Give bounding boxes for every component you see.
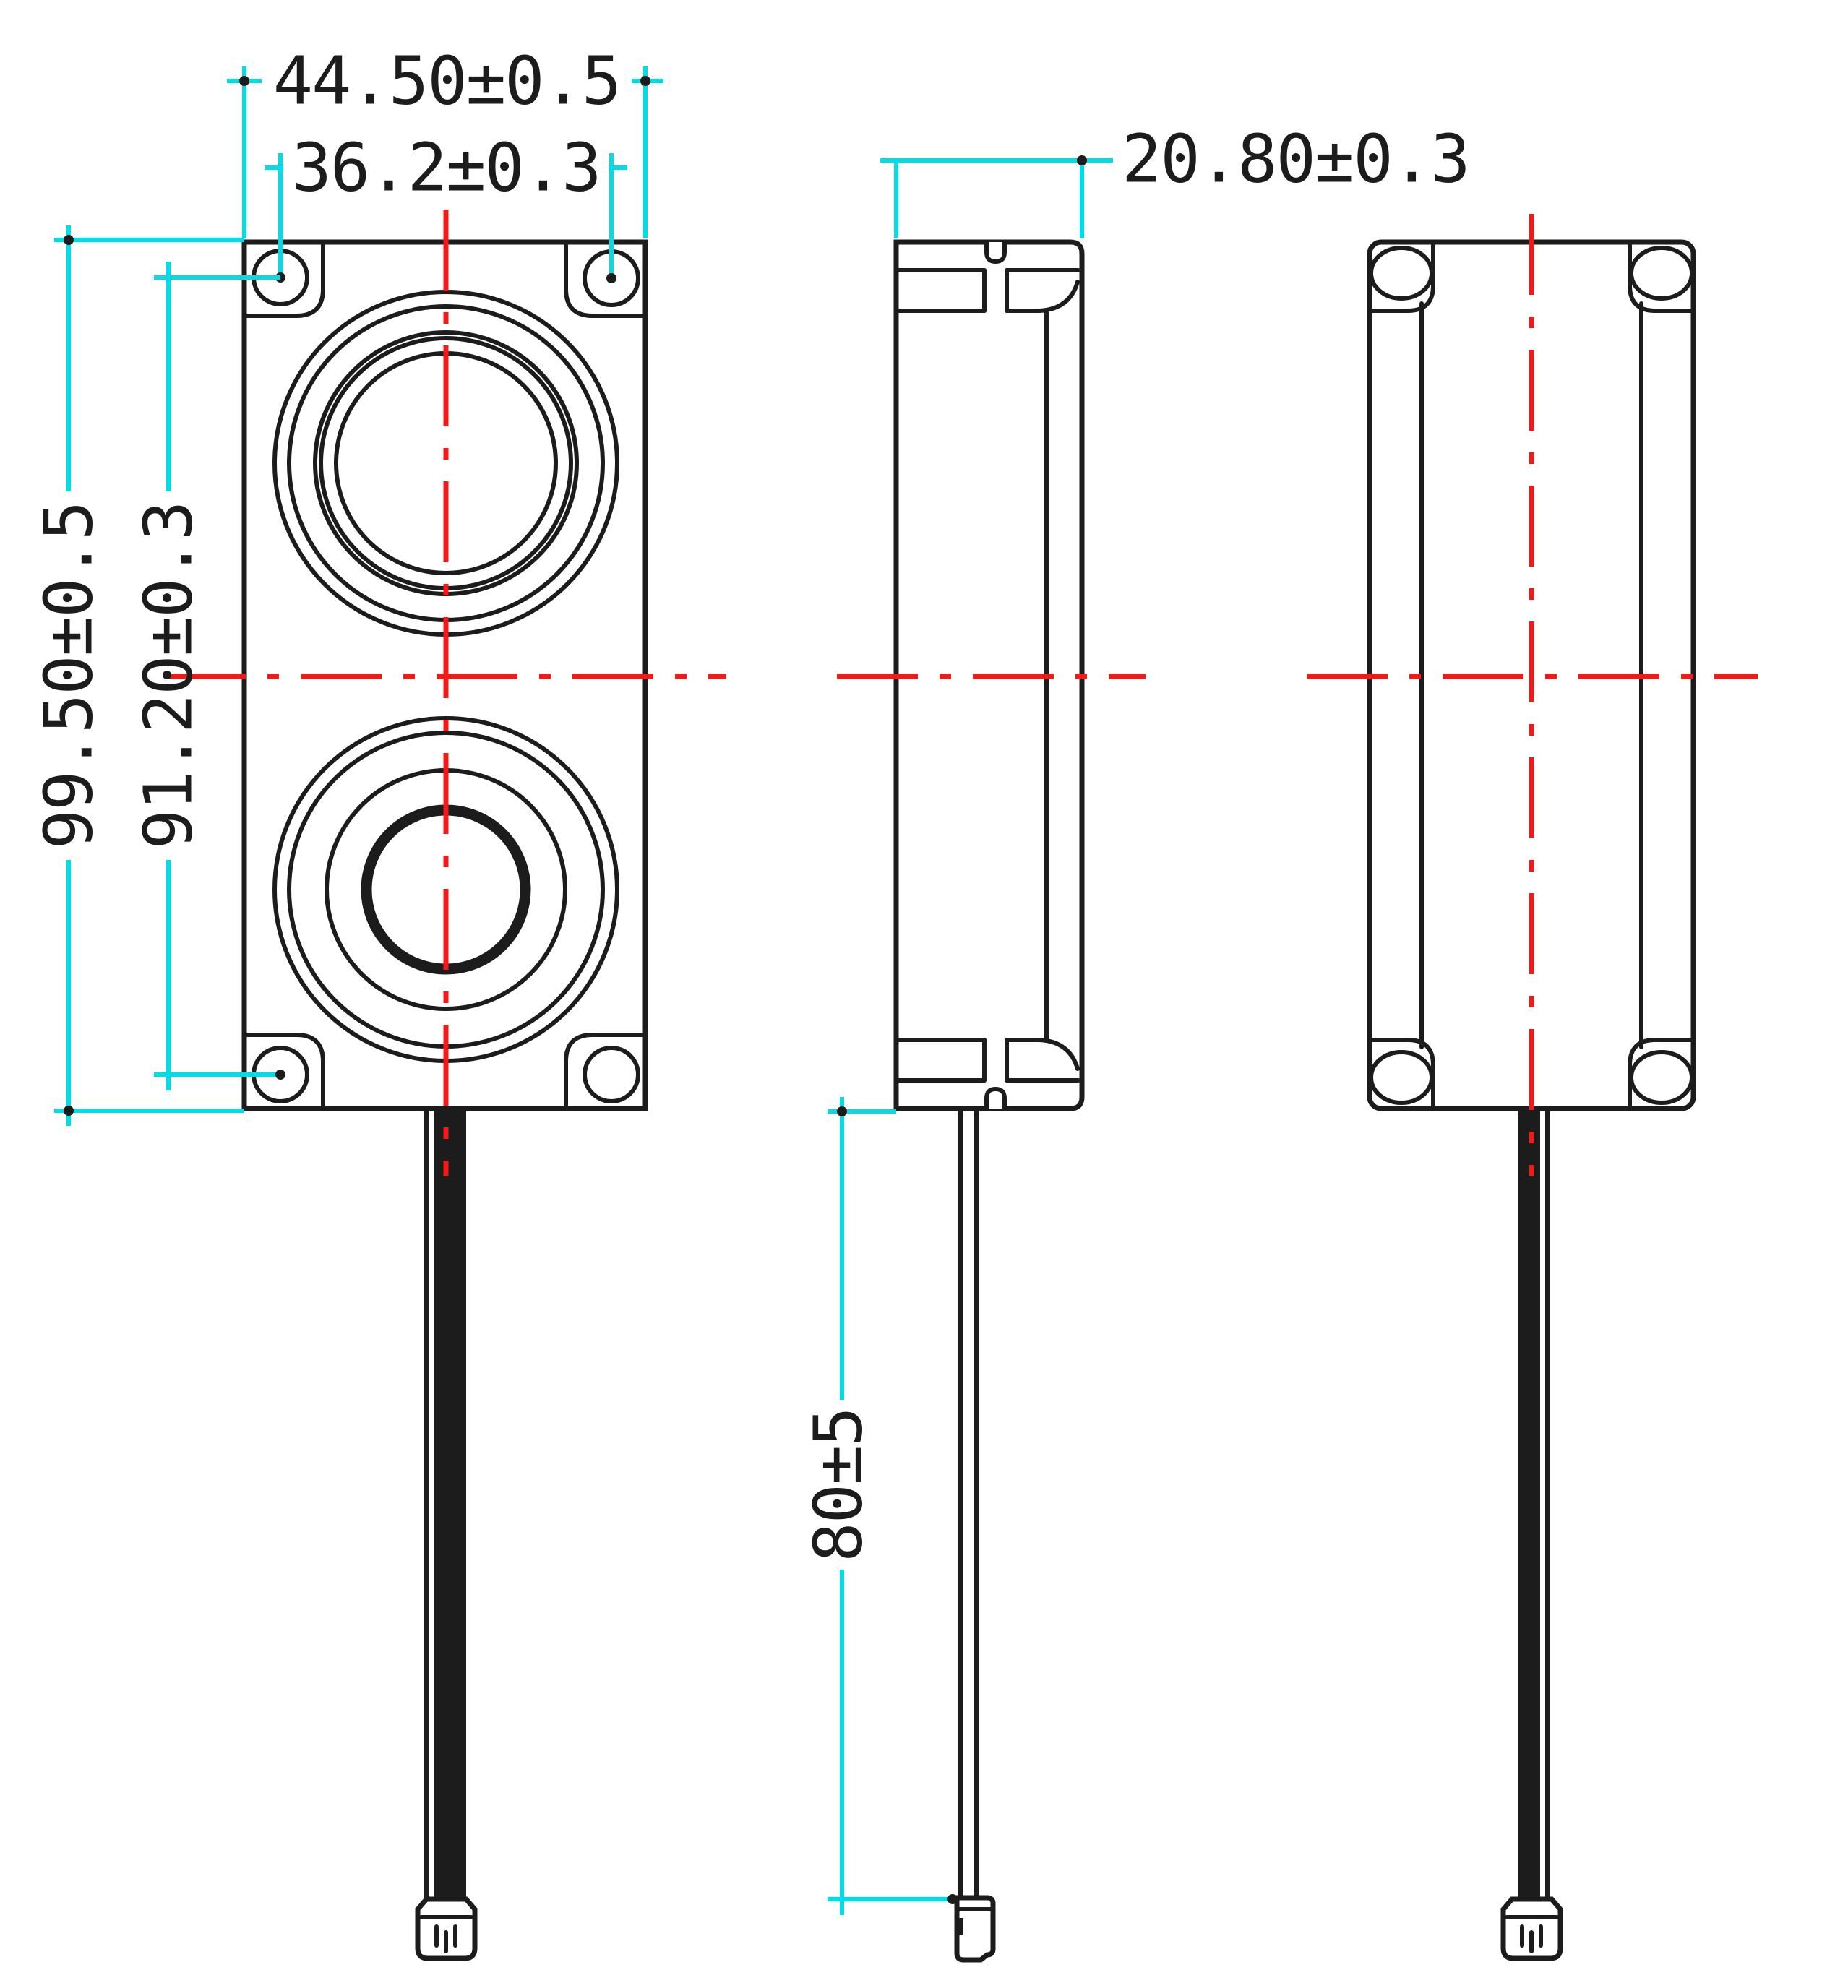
dim-height-total: 99.50±0.5 bbox=[30, 225, 244, 1126]
back-corner-tabs bbox=[1370, 240, 1693, 1111]
back-wire-connector bbox=[1500, 1896, 1563, 1961]
front-corner-tabs bbox=[244, 240, 645, 1111]
dim-wire-length-label: 80±5 bbox=[800, 1408, 877, 1562]
front-wire-connector bbox=[415, 1896, 478, 1961]
dim-height-total-label: 99.50±0.5 bbox=[30, 502, 108, 850]
dim-hole-pitch-width-label: 36.2±0.3 bbox=[291, 129, 600, 207]
front-view bbox=[165, 210, 726, 1961]
back-mounting-holes bbox=[1369, 246, 1694, 1105]
side-bottom-flange bbox=[894, 1038, 1080, 1111]
back-view bbox=[1307, 214, 1758, 1961]
dim-width-total-label: 44.50±0.5 bbox=[273, 43, 621, 120]
dim-hole-pitch-height-label: 91.20±0.3 bbox=[130, 502, 207, 850]
front-lead-wire bbox=[424, 1111, 466, 1900]
side-lead-wire bbox=[958, 1111, 979, 1897]
side-top-flange bbox=[894, 240, 1080, 313]
dim-depth-label: 20.80±0.3 bbox=[1122, 121, 1469, 198]
side-view bbox=[837, 239, 1146, 1963]
dim-depth: 20.80±0.3 bbox=[880, 121, 1471, 238]
dim-wire-length: 80±5 bbox=[800, 1097, 958, 1915]
back-lead-wire bbox=[1518, 1111, 1550, 1900]
side-wire-connector bbox=[954, 1895, 996, 1963]
back-center-lines bbox=[1307, 214, 1758, 1176]
dim-hole-pitch-width: 36.2±0.3 bbox=[265, 129, 627, 283]
front-center-lines bbox=[165, 210, 726, 1176]
dim-width-total: 44.50±0.5 bbox=[227, 43, 663, 238]
dim-hole-pitch-height: 91.20±0.3 bbox=[130, 262, 285, 1090]
